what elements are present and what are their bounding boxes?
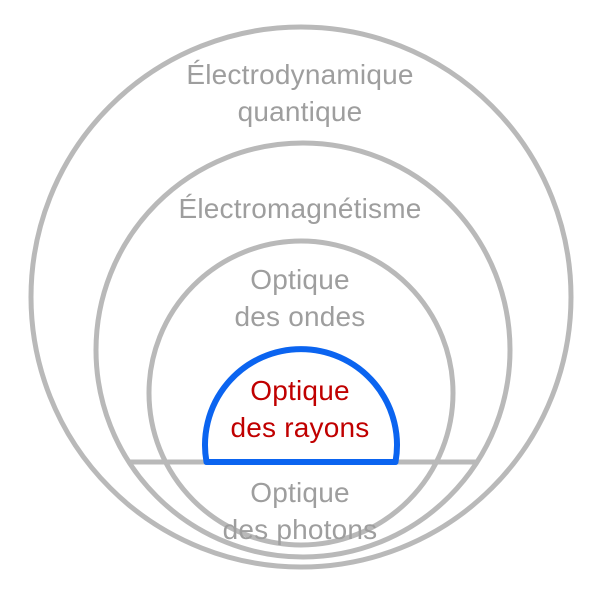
wave-optics-circle — [146, 238, 456, 548]
photon-optics-label-line1: Optique — [250, 477, 350, 508]
wave-optics-label: Optique des ondes — [0, 261, 600, 335]
ray-optics-label: Optique des rayons — [0, 372, 600, 446]
photon-optics-label: Optique des photons — [0, 474, 600, 548]
electromagnetism-label-text: Électromagnétisme — [178, 193, 422, 224]
qed-circle — [28, 24, 574, 570]
wave-optics-label-line2: des ondes — [234, 301, 366, 332]
ray-optics-label-line1: Optique — [250, 375, 350, 406]
electromagnetism-circle — [93, 140, 513, 560]
wave-optics-label-line1: Optique — [250, 264, 350, 295]
qed-label-line2: quantique — [237, 96, 363, 127]
photon-optics-label-line2: des photons — [222, 514, 378, 545]
electromagnetism-label: Électromagnétisme — [0, 190, 600, 227]
qed-label: Électrodynamique quantique — [0, 56, 600, 130]
ray-optics-dome — [202, 346, 400, 465]
ray-optics-label-line2: des rayons — [230, 412, 370, 443]
qed-label-line1: Électrodynamique — [186, 59, 414, 90]
